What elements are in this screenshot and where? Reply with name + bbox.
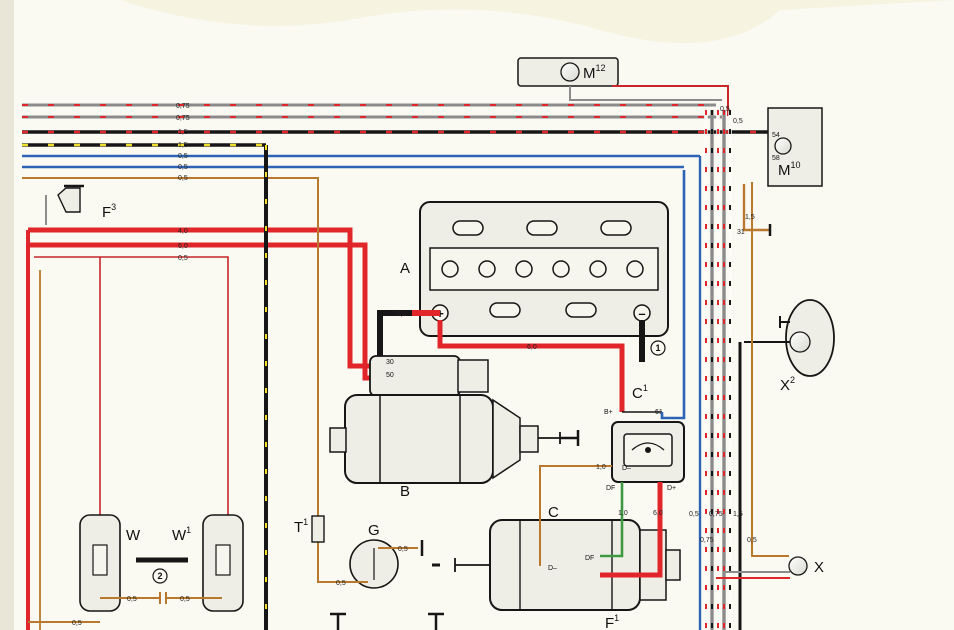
gauge-g: G	[349, 522, 399, 589]
size-left-feed-0: 4,0	[178, 228, 188, 235]
label-w: W	[126, 527, 141, 544]
label-b: B	[400, 483, 410, 500]
label-w1: W1	[172, 525, 191, 544]
size-t1: 0,5	[336, 580, 346, 587]
wire-bus	[22, 103, 775, 630]
size-right-0: 0,5	[689, 511, 699, 518]
size-bus-6: 0,5	[178, 175, 188, 182]
size-bus-2: 1,5	[178, 129, 188, 136]
lamp-w: W	[79, 514, 141, 612]
label-f3: F3	[102, 202, 116, 221]
lamp-m10: 54 58 M10	[767, 107, 823, 187]
ground-marker-2	[152, 568, 168, 584]
label-t1: T1	[294, 517, 308, 536]
size-w-left: 0,5	[127, 596, 137, 603]
label-m10: M10	[778, 160, 801, 179]
size-regulator-d-minus: 1,0	[596, 464, 606, 471]
size-right-4: 0,5	[747, 537, 757, 544]
c1-terminal-df: DF	[606, 485, 615, 492]
wire-battery-regulator	[437, 320, 625, 412]
label-x2: X2	[780, 375, 795, 394]
wire-brown-t1	[22, 177, 340, 583]
size-bus-5: 0,5	[178, 164, 188, 171]
starter-terminal-30: 30	[386, 359, 394, 366]
starter-b: 30 50 B	[329, 355, 580, 500]
label-a: A	[400, 260, 410, 277]
wire-w-left	[100, 592, 161, 604]
ground-marker-1-label: 1	[655, 343, 660, 353]
lamp-w1: W1	[172, 514, 244, 612]
dynamo-terminal-df: DF	[585, 555, 594, 562]
size-bottom-left: 0,5	[72, 620, 82, 627]
battery-a: + – A	[400, 201, 669, 337]
size-right-2: 0,75	[700, 537, 714, 544]
c1-terminal-b-plus: B+	[604, 409, 613, 416]
size-bus-3: 1,5	[178, 142, 188, 149]
wire-size-labels: 0,75 0,75 1,5 1,5 0,5 0,5 0,5 4,0 6,0 0,…	[72, 103, 757, 627]
dynamo-terminal-d-minus: D–	[548, 565, 557, 572]
c1-terminal-d-minus: D–	[622, 465, 631, 472]
label-m12: M12	[583, 63, 606, 82]
switch-t1: T1	[294, 515, 325, 543]
size-g: 0,5	[398, 546, 408, 553]
size-m12-a: 0,5	[720, 106, 730, 113]
paper-stain	[120, 0, 954, 44]
ground-marker-1	[650, 340, 666, 356]
wire-m12-a	[569, 86, 722, 101]
size-bus-1: 0,75	[176, 115, 190, 122]
wire-m12-b	[612, 85, 729, 116]
wire-w-right	[165, 592, 222, 604]
label-c: C	[548, 504, 559, 521]
label-f1: F1	[605, 613, 619, 630]
wire-dynamo-d-plus	[600, 482, 663, 578]
fuse-f3: F3	[57, 184, 116, 221]
size-left-feed-2: 0,5	[178, 255, 188, 262]
size-battery-regulator: 6,0	[527, 344, 537, 351]
m10-terminal-58: 58	[772, 155, 780, 162]
wire-m10-ground	[742, 184, 770, 232]
ground-marker-2-label: 2	[157, 571, 162, 581]
wire-brown-d-minus	[539, 465, 612, 566]
m10-terminal-54: 54	[772, 132, 780, 139]
size-right-1: 0,75	[709, 511, 723, 518]
lamp-m12: M12	[517, 57, 619, 87]
wire-green-df	[600, 482, 624, 558]
starter-terminal-50: 50	[386, 372, 394, 379]
c1-terminal-d-plus: D+	[667, 485, 676, 492]
wire-x-feed	[751, 182, 789, 557]
wire-right-verticals	[704, 110, 790, 630]
page-binding-edge	[0, 0, 14, 630]
wire-blue-61	[660, 170, 686, 420]
label-c1: C1	[632, 383, 648, 402]
size-m12-b: 0,5	[733, 118, 743, 125]
size-bus-0: 0,75	[176, 103, 190, 110]
battery-negative-sign: –	[638, 306, 645, 321]
battery-positive-sign: +	[436, 306, 444, 321]
size-right-3: 1,5	[733, 511, 743, 518]
label-x: X	[814, 559, 824, 576]
size-bus-4: 0,5	[178, 153, 188, 160]
horn-x2: X2	[744, 299, 835, 394]
c1-terminal-61: 61	[655, 409, 663, 416]
regulator-c1: B+ 61 D– DF D+ C1	[604, 383, 685, 492]
size-left-feed-1: 6,0	[178, 243, 188, 250]
size-w-right: 0,5	[180, 596, 190, 603]
size-m10-feed: 1,5	[745, 214, 755, 221]
size-dynamo-df: 1,0	[618, 510, 628, 517]
size-m10-ground: 31	[737, 229, 745, 236]
wire-0-5-red	[34, 256, 229, 520]
size-dynamo-d-plus: 6,0	[653, 510, 663, 517]
size-battery-cable: 25,0	[393, 311, 407, 318]
label-g: G	[368, 522, 380, 539]
bulb-x: X	[788, 556, 824, 576]
